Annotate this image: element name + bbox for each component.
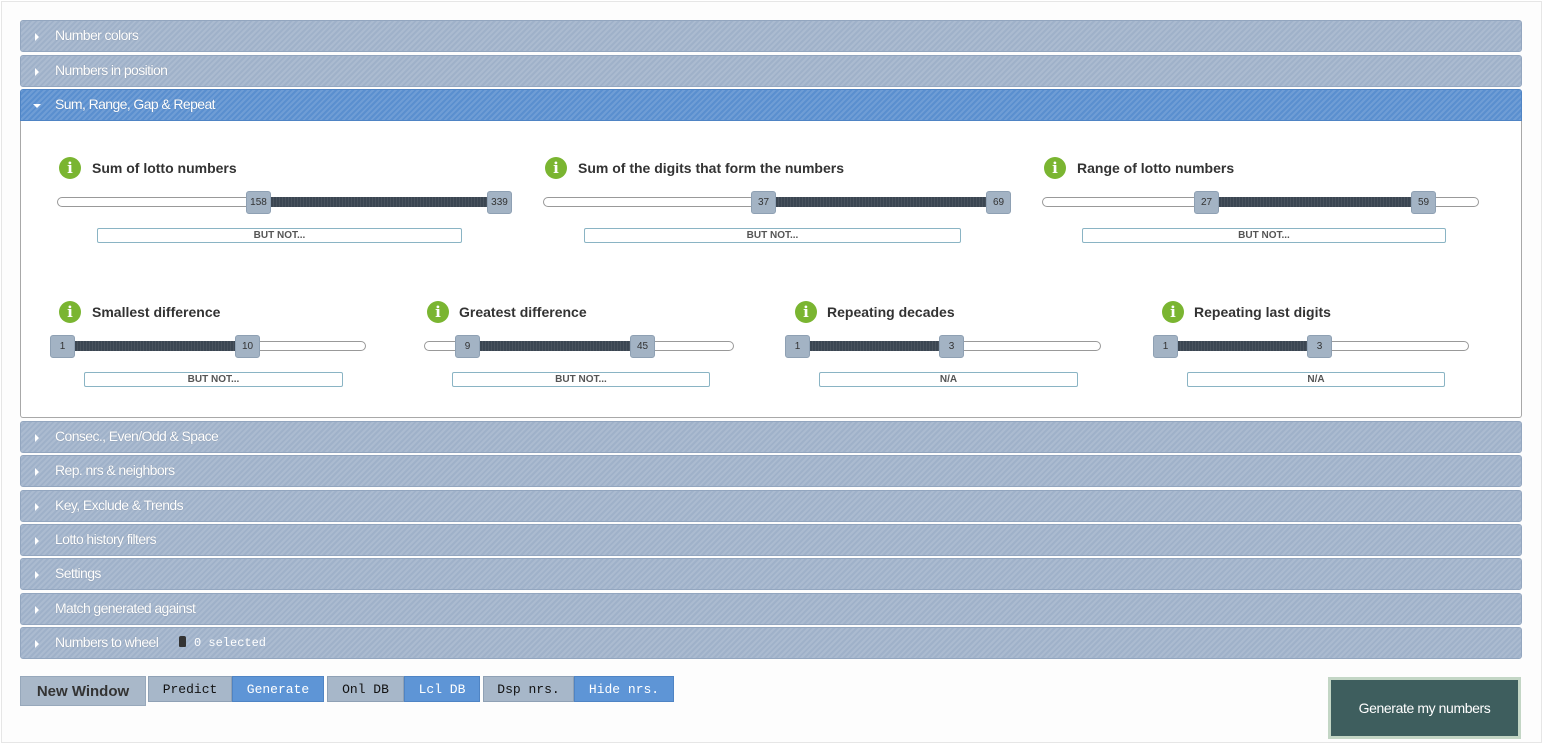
info-icon[interactable]: i (427, 301, 449, 323)
triangle-right-icon (35, 571, 39, 579)
triangle-right-icon (35, 606, 39, 614)
slider-range-fill (763, 197, 998, 207)
generate-button[interactable]: Generate (232, 676, 324, 702)
accordion-title: Numbers to wheel (55, 634, 159, 650)
info-icon[interactable]: i (59, 157, 81, 179)
selected-count-text: 0 selected (194, 636, 267, 650)
greatest-difference-label: Greatest difference (459, 304, 587, 320)
slider-high-handle[interactable]: 45 (630, 335, 655, 358)
slider-high-handle[interactable]: 3 (1307, 335, 1332, 358)
slider-high-handle[interactable]: 59 (1411, 191, 1436, 214)
triangle-right-icon (35, 640, 39, 648)
accordion-settings[interactable]: Settings (20, 558, 1522, 590)
triangle-right-icon (35, 468, 39, 476)
slider-low-handle[interactable]: 1 (785, 335, 810, 358)
na-button[interactable]: N/A (1187, 372, 1445, 387)
predict-button[interactable]: Predict (148, 676, 232, 702)
slider-range-fill (467, 341, 642, 351)
selection-count: 0 selected (179, 636, 266, 650)
accordion-title: Key, Exclude & Trends (55, 497, 184, 513)
slider-range-fill (797, 341, 951, 351)
but-not-button[interactable]: BUT NOT... (97, 228, 462, 243)
accordion-consec-even-odd-space[interactable]: Consec., Even/Odd & Space (20, 421, 1522, 453)
triangle-right-icon (35, 537, 39, 545)
repeating-decades-label: Repeating decades (827, 304, 955, 320)
info-icon[interactable]: i (545, 157, 567, 179)
slider-high-handle[interactable]: 69 (986, 191, 1011, 214)
accordion-numbers-to-wheel[interactable]: Numbers to wheel 0 selected (20, 627, 1522, 659)
slider-high-handle[interactable]: 3 (939, 335, 964, 358)
but-not-button[interactable]: BUT NOT... (584, 228, 961, 243)
accordion-title: Sum, Range, Gap & Repeat (55, 96, 216, 112)
slider-range-fill (1165, 341, 1319, 351)
sum-of-digits-label: Sum of the digits that form the numbers (578, 160, 845, 176)
but-not-button[interactable]: BUT NOT... (1082, 228, 1446, 243)
info-icon[interactable]: i (1044, 157, 1066, 179)
triangle-right-icon (35, 503, 39, 511)
accordion-number-colors[interactable]: Number colors (20, 20, 1522, 52)
accordion-match-generated-against[interactable]: Match generated against (20, 593, 1522, 625)
accordion-title: Consec., Even/Odd & Space (55, 428, 219, 444)
slider-high-handle[interactable]: 10 (235, 335, 260, 358)
slider-high-handle[interactable]: 339 (487, 191, 512, 214)
slider-range-fill (1206, 197, 1423, 207)
new-window-button[interactable]: New Window (20, 676, 146, 706)
triangle-right-icon (35, 68, 39, 76)
info-icon[interactable]: i (59, 301, 81, 323)
accordion-title: Number colors (55, 27, 139, 43)
triangle-right-icon (35, 434, 39, 442)
slider-low-handle[interactable]: 27 (1194, 191, 1219, 214)
generate-my-numbers-button[interactable]: Generate my numbers (1328, 677, 1521, 739)
sum-of-lotto-numbers-label: Sum of lotto numbers (92, 160, 237, 176)
slider-low-handle[interactable]: 1 (50, 335, 75, 358)
slider-low-handle[interactable]: 9 (455, 335, 480, 358)
slider-range-fill (258, 197, 499, 207)
accordion-title: Numbers in position (55, 62, 168, 78)
accordion-lotto-history-filters[interactable]: Lotto history filters (20, 524, 1522, 556)
accordion-title: Rep. nrs & neighbors (55, 462, 175, 478)
accordion-key-exclude-trends[interactable]: Key, Exclude & Trends (20, 490, 1522, 522)
slider-low-handle[interactable]: 37 (751, 191, 776, 214)
accordion-title: Match generated against (55, 600, 196, 616)
accordion-title: Settings (55, 565, 101, 581)
online-db-button[interactable]: Onl DB (327, 676, 404, 702)
hide-numbers-button[interactable]: Hide nrs. (574, 676, 674, 702)
slider-range-fill (62, 341, 247, 351)
na-button[interactable]: N/A (819, 372, 1078, 387)
smallest-difference-label: Smallest difference (92, 304, 221, 320)
sum-range-gap-repeat-panel: i Sum of lotto numbers 158 339 BUT NOT..… (20, 121, 1522, 418)
pointer-hand-icon (179, 636, 186, 647)
accordion-numbers-in-position[interactable]: Numbers in position (20, 55, 1522, 87)
triangle-right-icon (35, 33, 39, 41)
but-not-button[interactable]: BUT NOT... (84, 372, 343, 387)
slider-low-handle[interactable]: 1 (1153, 335, 1178, 358)
triangle-down-icon (33, 104, 41, 108)
range-of-lotto-numbers-label: Range of lotto numbers (1077, 160, 1235, 176)
accordion-rep-nrs-neighbors[interactable]: Rep. nrs & neighbors (20, 455, 1522, 487)
accordion-title: Lotto history filters (55, 531, 157, 547)
info-icon[interactable]: i (1162, 301, 1184, 323)
repeating-last-digits-label: Repeating last digits (1194, 304, 1331, 320)
slider-low-handle[interactable]: 158 (246, 191, 271, 214)
local-db-button[interactable]: Lcl DB (404, 676, 480, 702)
but-not-button[interactable]: BUT NOT... (452, 372, 710, 387)
info-icon[interactable]: i (795, 301, 817, 323)
accordion-sum-range-gap-repeat[interactable]: Sum, Range, Gap & Repeat (20, 89, 1522, 121)
display-numbers-button[interactable]: Dsp nrs. (483, 676, 574, 702)
